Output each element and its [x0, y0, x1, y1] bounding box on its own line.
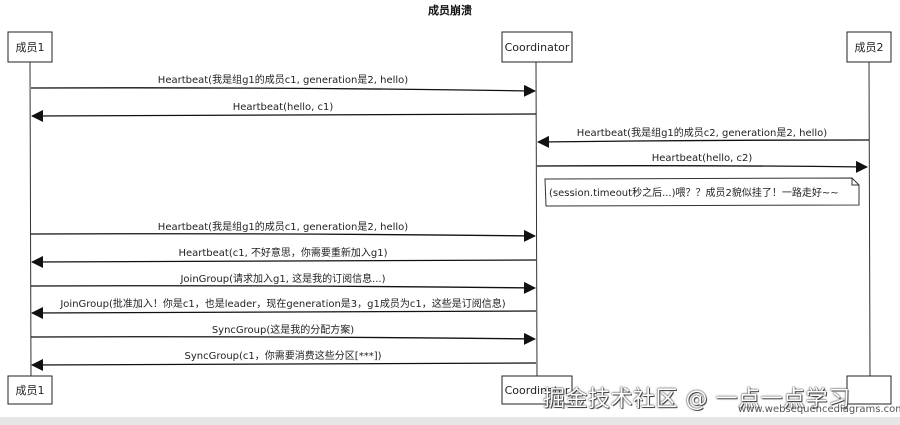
message-label: SyncGroup(c1，你需要消费这些分区[***]): [184, 349, 381, 362]
message-arrow: [31, 358, 537, 371]
message-label: Heartbeat(我是组g1的成员c1, generation是2, hell…: [158, 220, 408, 233]
note-text: (session.timeout秒之后...)喂？？成员2貌似挂了！一路走好~~: [549, 186, 839, 199]
message-arrow: [536, 160, 868, 173]
message-label: SyncGroup(这是我的分配方案): [212, 323, 354, 336]
participant-member2-bottom: [846, 375, 892, 405]
message-arrow: [31, 109, 537, 122]
message-arrow: [31, 306, 537, 319]
participant-coordinator-bottom: Coordinator: [501, 375, 573, 405]
participant-coordinator-top: Coordinator: [501, 31, 573, 63]
message-6: Heartbeat(c1, 不好意思，你需要重新加入g1): [31, 246, 537, 268]
message-4: Heartbeat(hello, c2): [536, 153, 868, 173]
participant-label: Coordinator: [505, 384, 570, 397]
message-label: JoinGroup(批准加入！你是c1，也是leader，现在generatio…: [59, 297, 505, 310]
lifeline-member1: [29, 61, 32, 377]
message-8: JoinGroup(批准加入！你是c1，也是leader，现在generatio…: [31, 297, 537, 319]
lifeline-member2: [868, 61, 871, 377]
message-1: Heartbeat(我是组g1的成员c1, generation是2, hell…: [30, 73, 536, 97]
message-7: JoinGroup(请求加入g1, 这是我的订阅信息...): [30, 272, 536, 294]
participant-member2-top: 成员2: [846, 31, 892, 63]
bottom-bar: [0, 417, 900, 425]
message-3: Heartbeat(我是组g1的成员c2, generation是2, hell…: [537, 126, 870, 148]
message-2: Heartbeat(hello, c1): [31, 102, 537, 122]
message-label: Heartbeat(c1, 不好意思，你需要重新加入g1): [178, 246, 387, 259]
participant-label: 成员1: [16, 41, 45, 54]
watermark-text: 掘金技术社区 @ 一点一点学习: [543, 387, 851, 412]
footer-url: www.websequencediagrams.com: [738, 404, 900, 415]
message-label: JoinGroup(请求加入g1, 这是我的订阅信息...): [179, 272, 385, 285]
message-9: SyncGroup(这是我的分配方案): [30, 323, 536, 345]
message-10: SyncGroup(c1，你需要消费这些分区[***]): [31, 349, 537, 371]
diagram-title: 成员崩溃: [428, 3, 472, 17]
message-arrow: [30, 332, 536, 345]
message-5: Heartbeat(我是组g1的成员c1, generation是2, hell…: [30, 220, 536, 242]
participant-member1-bottom: 成员1: [7, 375, 53, 405]
message-label: Heartbeat(hello, c1): [233, 102, 334, 113]
message-arrow: [30, 281, 536, 294]
message-label: Heartbeat(我是组g1的成员c1, generation是2, hell…: [158, 73, 408, 86]
message-arrow: [31, 255, 537, 268]
message-label: Heartbeat(我是组g1的成员c2, generation是2, hell…: [577, 126, 827, 139]
participant-label: 成员2: [855, 41, 884, 54]
participant-member1-top: 成员1: [7, 31, 53, 63]
participant-label: 成员1: [16, 384, 45, 397]
message-arrow: [30, 84, 536, 97]
message-label: Heartbeat(hello, c2): [652, 153, 753, 164]
lifeline-coordinator: [535, 61, 538, 377]
note-box: (session.timeout秒之后...)喂？？成员2貌似挂了！一路走好~~: [544, 177, 860, 207]
participant-label: Coordinator: [505, 41, 570, 54]
message-arrow: [30, 229, 536, 242]
message-arrow: [537, 135, 870, 148]
